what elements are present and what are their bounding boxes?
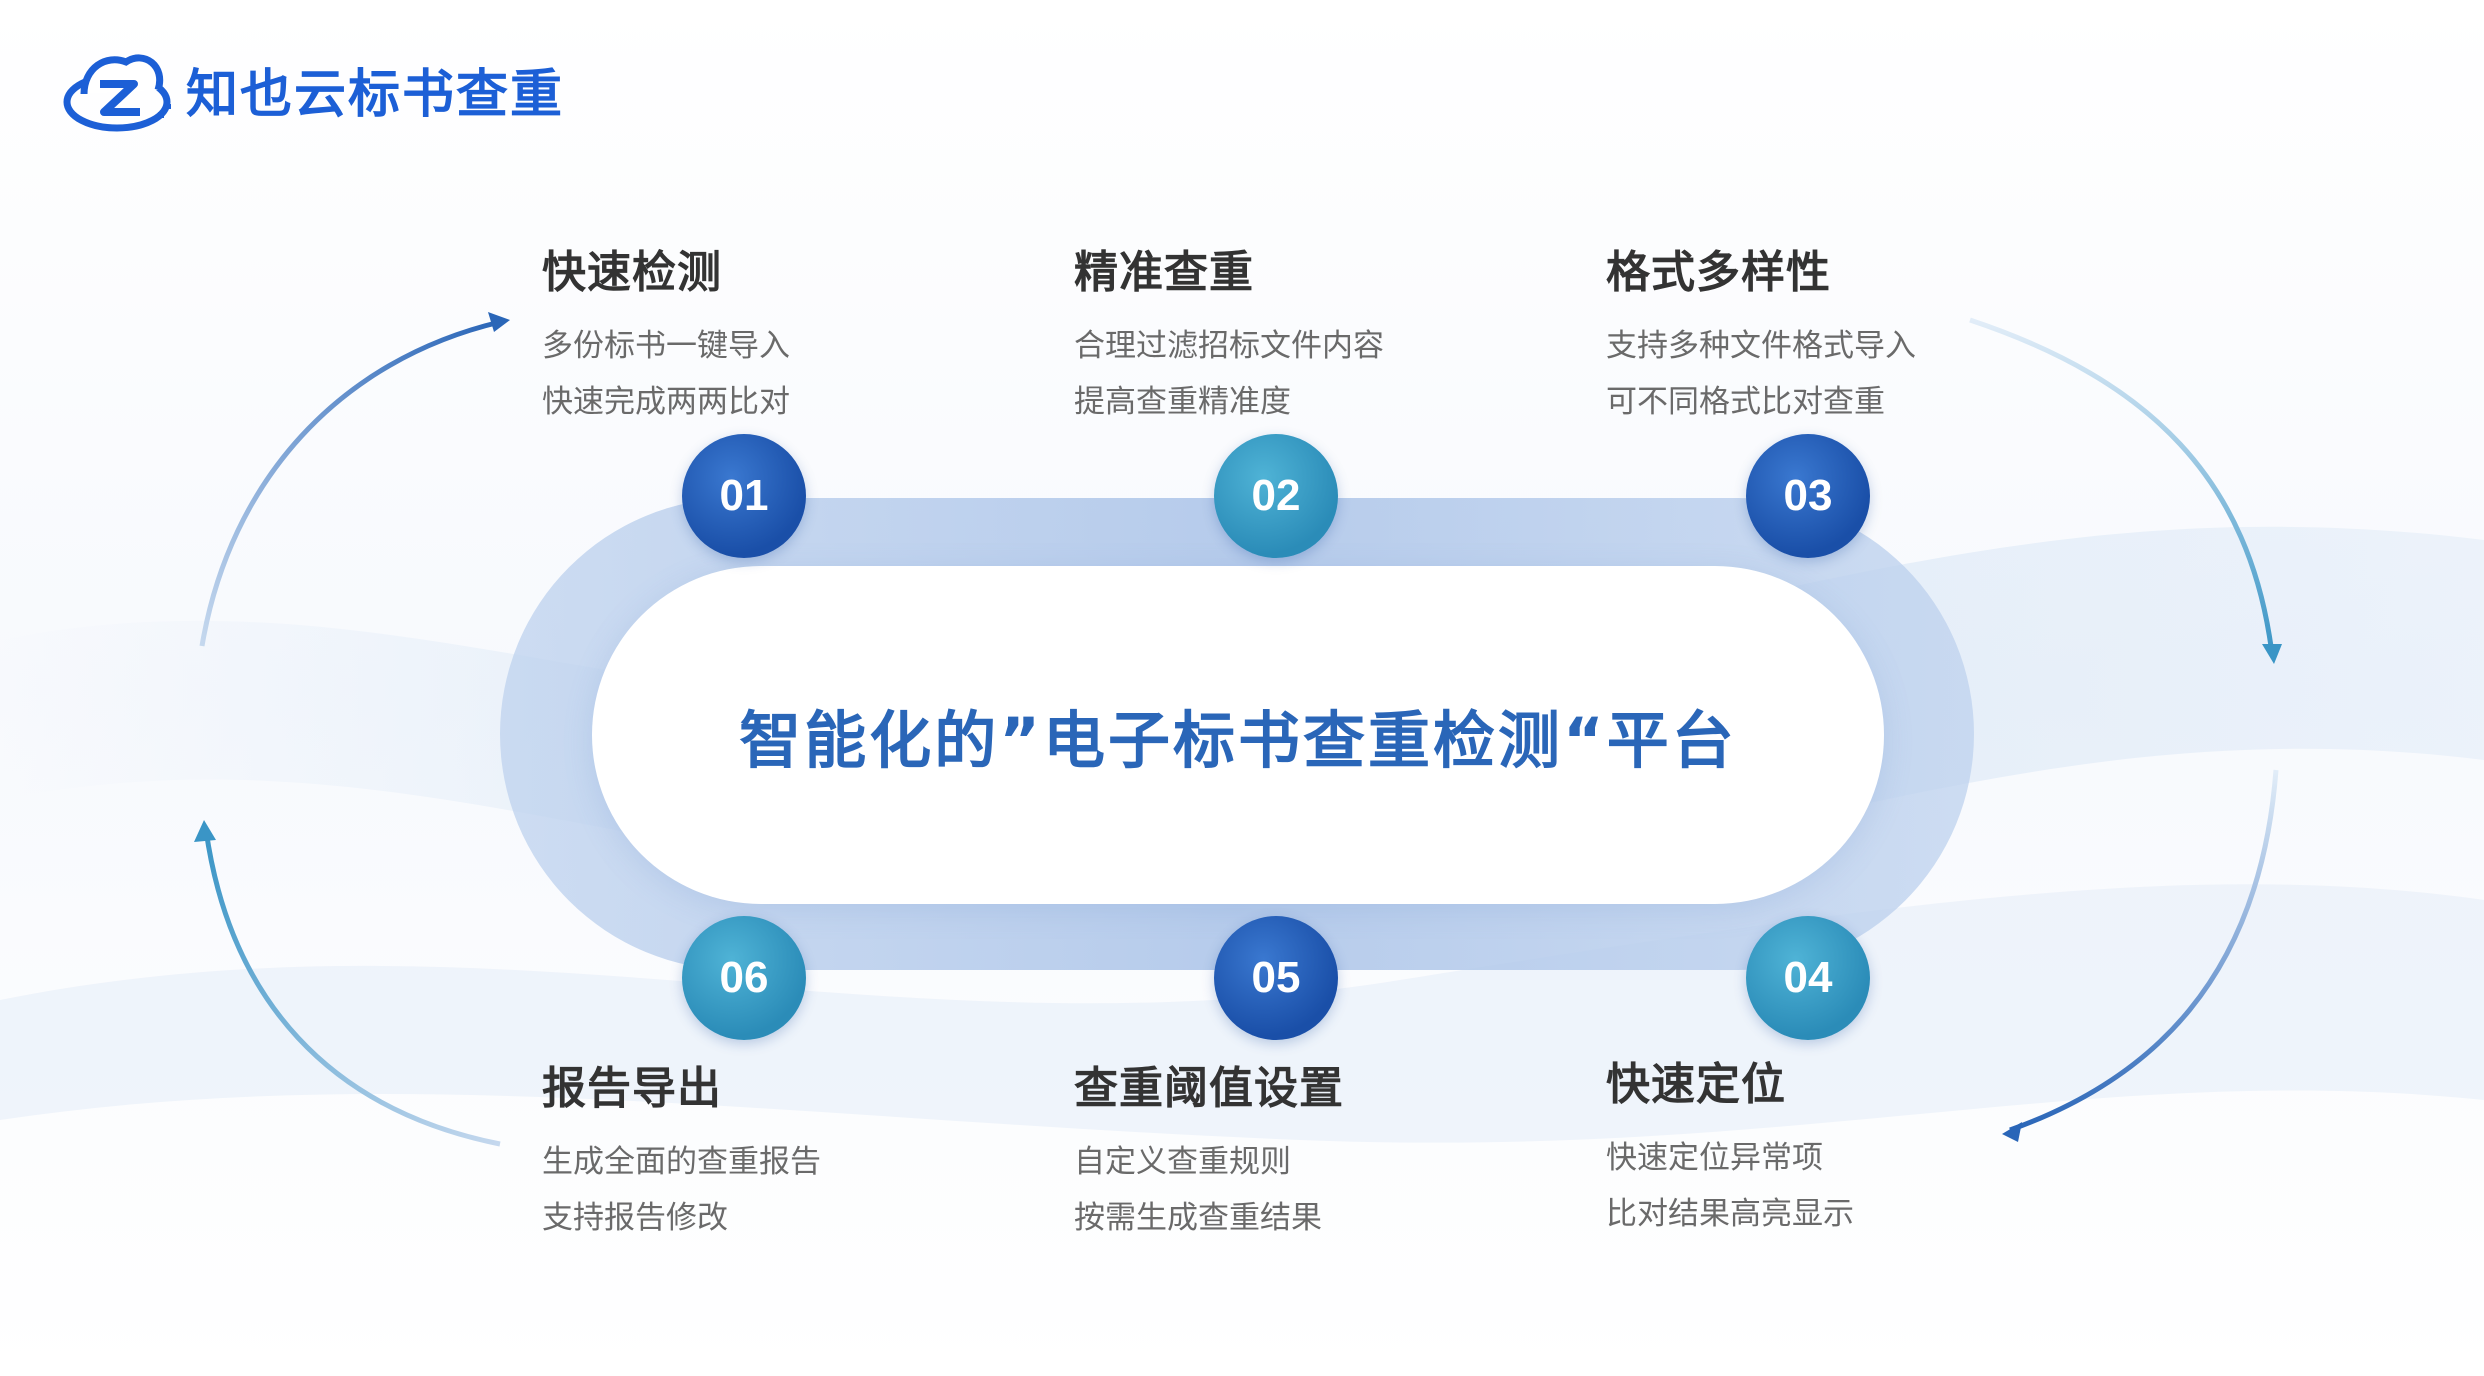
badge-03: 03 [1746,434,1870,558]
feature-04: 快速定位 快速定位异常项 比对结果高亮显示 [1606,1048,1854,1242]
feature-line: 快速定位异常项 [1606,1140,1823,1176]
center-pill: 智能化的”电子标书查重检测“平台 [592,566,1884,904]
logo: 知也云标书查重 [62,42,564,136]
badge-06: 06 [682,916,806,1040]
badge-04: 04 [1746,916,1870,1040]
feature-line: 比对结果高亮显示 [1606,1196,1854,1232]
logo-text: 知也云标书查重 [186,64,565,125]
feature-line: 支持报告修改 [542,1200,728,1236]
feature-line: 合理过滤招标文件内容 [1074,328,1384,364]
badge-01: 01 [682,434,806,558]
feature-line: 生成全面的查重报告 [542,1144,821,1180]
feature-line: 多份标书一键导入 [542,328,790,364]
feature-05: 查重阈值设置 自定义查重规则 按需生成查重结果 [1074,1052,1344,1246]
feature-02: 精准查重 合理过滤招标文件内容 提高查重精准度 [1074,236,1384,430]
feature-06: 报告导出 生成全面的查重报告 支持报告修改 [542,1052,821,1246]
feature-01: 快速检测 多份标书一键导入 快速完成两两比对 [542,236,790,430]
feature-title: 精准查重 [1074,247,1254,298]
feature-line: 提高查重精准度 [1074,384,1291,420]
feature-line: 可不同格式比对查重 [1606,384,1885,420]
feature-title: 查重阈值设置 [1074,1063,1344,1114]
feature-line: 快速完成两两比对 [542,384,790,420]
cloud-z-icon [63,54,171,132]
feature-title: 快速检测 [542,247,722,298]
feature-title: 快速定位 [1606,1059,1786,1110]
feature-title: 报告导出 [542,1063,722,1114]
badge-05: 05 [1214,916,1338,1040]
feature-03: 格式多样性 支持多种文件格式导入 可不同格式比对查重 [1606,236,1916,430]
center-title: 智能化的”电子标书查重检测“平台 [739,704,1737,777]
feature-line: 支持多种文件格式导入 [1606,328,1916,364]
feature-title: 格式多样性 [1606,247,1831,298]
feature-line: 按需生成查重结果 [1074,1200,1322,1236]
badge-02: 02 [1214,434,1338,558]
feature-line: 自定义查重规则 [1074,1144,1291,1180]
